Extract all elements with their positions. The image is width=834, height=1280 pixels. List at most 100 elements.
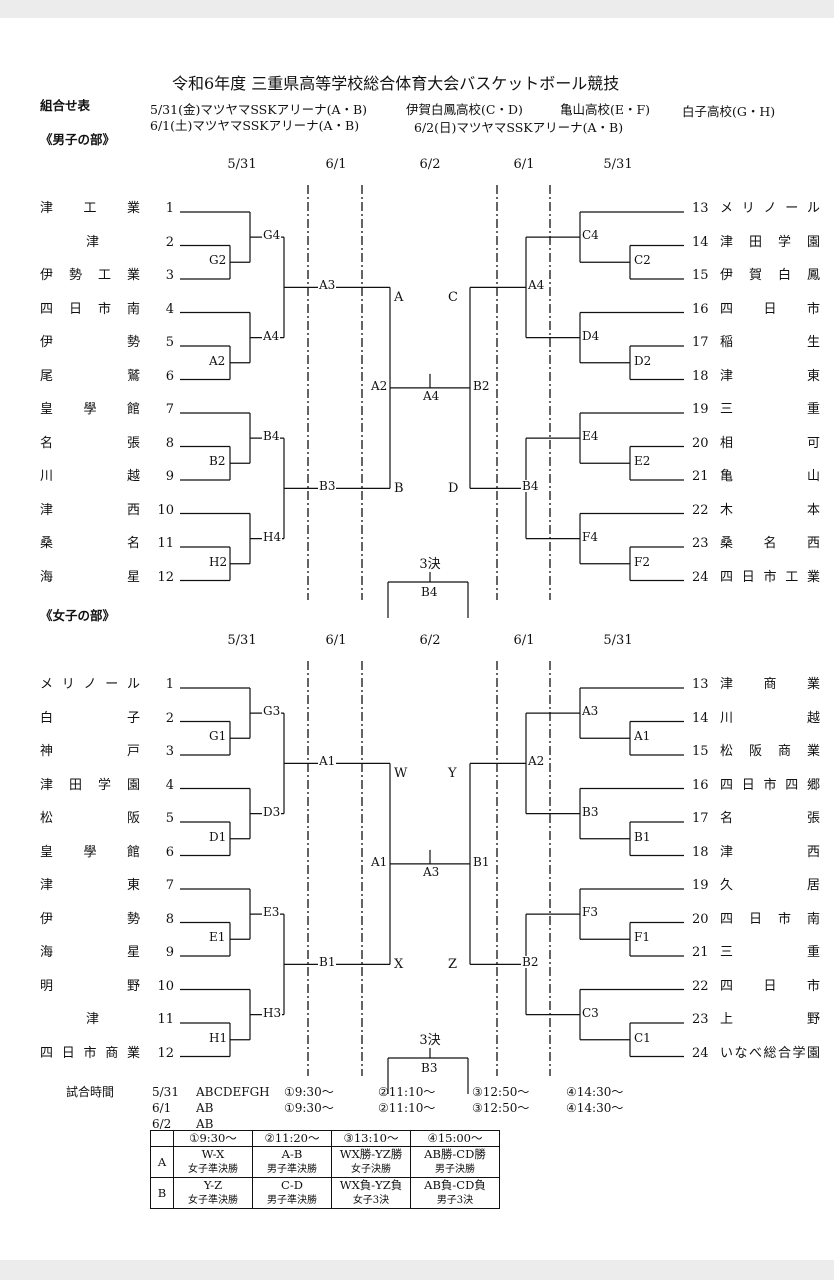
team-name-right: 稲 生 — [720, 335, 820, 350]
schedule-slot: ①9:30〜 — [284, 1101, 334, 1115]
game-label-left: B4 — [262, 429, 281, 444]
team-seed-left: 6 — [165, 844, 174, 860]
game-note: 女子決勝 — [331, 1162, 411, 1178]
game-cell: Y-Z — [173, 1177, 253, 1193]
schedule-slot: ①9:30〜 — [284, 1085, 334, 1099]
team-name-right: 津 西 — [720, 844, 820, 860]
sheet-label: 組合せ表 — [40, 98, 91, 113]
team-seed-right: 16 — [692, 777, 709, 793]
venue-2: 伊賀白鳳高校(C・D) — [406, 102, 523, 117]
team-seed-left: 5 — [165, 811, 174, 826]
game-label-left: G1 — [208, 729, 228, 744]
team-seed-right: 20 — [692, 435, 709, 451]
team-seed-left: 10 — [157, 978, 174, 994]
third-place-court: B3 — [420, 1061, 439, 1075]
game-label-left: E1 — [208, 930, 227, 945]
game-note: 男子準決勝 — [252, 1193, 332, 1209]
team-name-right: 桑名西 — [720, 536, 820, 551]
team-seed-right: 19 — [692, 878, 709, 893]
team-name-left: 伊 勢 — [40, 911, 140, 927]
team-seed-left: 3 — [165, 744, 174, 759]
semi-letter: B — [394, 481, 404, 497]
team-name-right: 四 日 市 — [720, 301, 820, 317]
team-seed-right: 22 — [692, 978, 709, 994]
game-label-left: G3 — [262, 704, 282, 719]
schedule-date: 6/1 — [152, 1101, 172, 1115]
team-seed-right: 20 — [692, 911, 709, 927]
team-seed-left: 1 — [165, 677, 174, 692]
team-seed-right: 18 — [692, 844, 709, 860]
game-note: 女子準決勝 — [173, 1193, 253, 1209]
game-label-right: A2 — [527, 754, 546, 769]
game-note: 男子3決 — [410, 1193, 500, 1209]
game-label-left: A2 — [208, 353, 227, 368]
team-name-right: 亀 山 — [720, 469, 820, 484]
team-seed-right: 19 — [692, 402, 709, 417]
team-name-right: 名 張 — [720, 811, 820, 826]
game-label-left: D3 — [262, 804, 282, 819]
venue-day3: 6/2(日)マツヤマSSKアリーナ(A・B) — [414, 120, 624, 135]
team-seed-right: 16 — [692, 301, 709, 317]
team-name-right: 三 重 — [720, 945, 820, 960]
team-seed-left: 3 — [165, 268, 174, 283]
team-name-left: 四日市商業 — [40, 1045, 140, 1061]
team-name-left: 神 戸 — [40, 744, 140, 759]
game-label-left: A1 — [370, 854, 389, 869]
game-label-left: G4 — [262, 228, 282, 243]
team-seed-right: 23 — [692, 1012, 709, 1027]
game-label-right: A1 — [633, 729, 652, 744]
team-seed-right: 14 — [692, 234, 709, 250]
team-name-left: 伊勢工業 — [40, 268, 140, 283]
girls-section-title: 《女子の部》 — [40, 608, 116, 623]
team-name-left: 川 越 — [40, 469, 140, 484]
team-seed-left: 4 — [165, 777, 174, 793]
third-place-title: 3決 — [419, 557, 441, 572]
team-seed-left: 12 — [157, 1045, 174, 1061]
game-label-right: F3 — [581, 905, 599, 920]
round-date-label: 6/2 — [419, 157, 441, 172]
game-label-right: C2 — [633, 253, 652, 268]
team-name-right: 四日市南 — [720, 911, 820, 927]
team-name-left: メリノール — [40, 677, 140, 692]
game-label-right: B4 — [521, 479, 540, 494]
team-name-left: 津 東 — [40, 878, 140, 893]
team-seed-right: 17 — [692, 811, 709, 826]
game-label-left: H4 — [262, 529, 283, 544]
team-name-left: 桑 名 — [40, 536, 140, 551]
game-cell: A-B — [252, 1146, 332, 1162]
game-label-final: A3 — [422, 864, 441, 879]
team-name-left: 伊 勢 — [40, 335, 140, 350]
game-label-left: H1 — [208, 1030, 229, 1045]
round-date-label: 5/31 — [603, 633, 633, 648]
team-seed-right: 24 — [692, 1045, 709, 1061]
game-label-right: E4 — [581, 429, 600, 444]
game-label-right: A3 — [581, 704, 600, 719]
team-seed-left: 2 — [165, 234, 174, 250]
team-name-right: 川 越 — [720, 710, 820, 726]
team-name-right: 伊賀白鳳 — [720, 268, 820, 283]
game-label-right: B2 — [472, 378, 491, 393]
team-seed-left: 11 — [157, 536, 174, 551]
round-date-label: 5/31 — [227, 157, 257, 172]
schedule-date: 6/2 — [152, 1117, 172, 1131]
schedule-date: 5/31 — [152, 1085, 179, 1099]
game-label-right: F2 — [633, 554, 651, 569]
game-note: 男子準決勝 — [252, 1162, 332, 1178]
team-name-right: 上 野 — [720, 1012, 820, 1027]
schedule-slot: ②11:10〜 — [378, 1101, 436, 1115]
game-label-left: D1 — [208, 829, 228, 844]
game-label-final: A4 — [422, 388, 441, 403]
game-label-left: G2 — [208, 253, 228, 268]
game-label-right: B3 — [581, 804, 600, 819]
team-name-right: 四日市四郷 — [720, 777, 820, 793]
game-label-left: H2 — [208, 554, 229, 569]
team-seed-right: 21 — [692, 469, 709, 484]
game-label-right: C3 — [581, 1005, 600, 1020]
team-name-right: 松阪商業 — [720, 744, 820, 759]
game-label-right: B1 — [633, 829, 652, 844]
team-name-right: 津 商 業 — [720, 677, 820, 692]
venue-day2: 6/1(土)マツヤマSSKアリーナ(A・B) — [150, 118, 360, 133]
team-seed-left: 9 — [165, 469, 174, 484]
third-place-court: B4 — [420, 585, 439, 599]
team-name-left: 津田学園 — [40, 777, 140, 793]
